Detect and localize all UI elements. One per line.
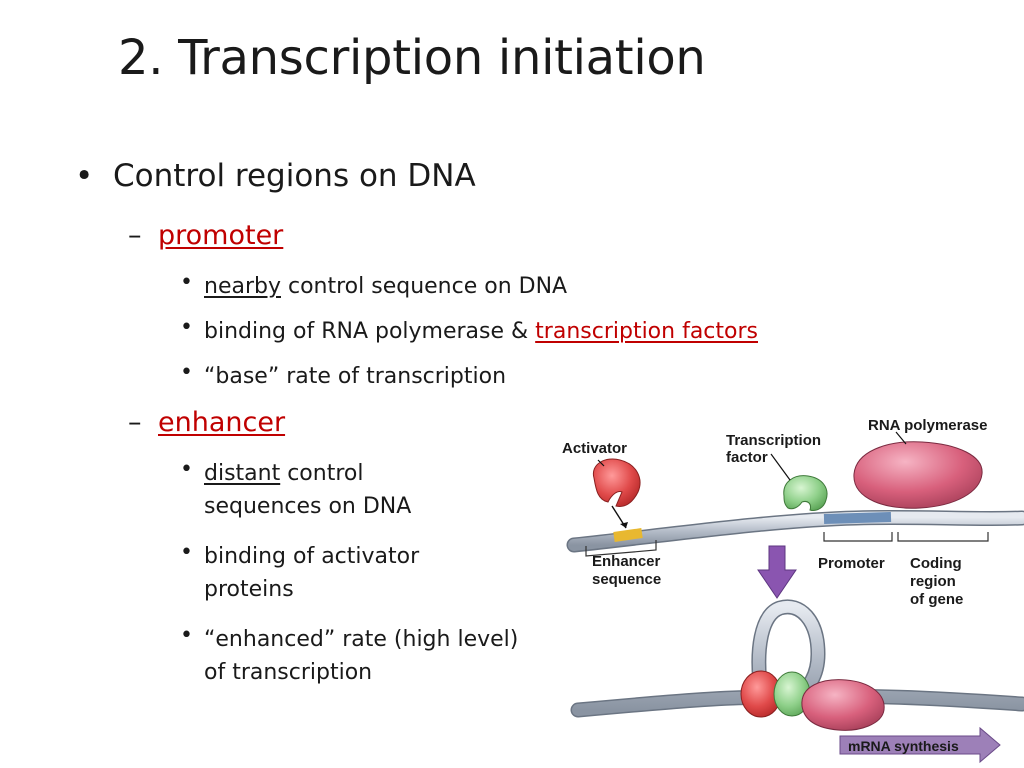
dash-icon: – — [128, 220, 142, 251]
activator-binding-line2: proteins — [204, 577, 294, 602]
activator-leader — [597, 459, 605, 467]
label-rna-polymerase: RNA polymerase — [868, 417, 988, 434]
bullet-dot-icon: • — [180, 360, 193, 385]
transcription-figure: Activator Transcription factor RNA polym… — [556, 408, 1024, 768]
transcription-factor-protein — [783, 475, 828, 511]
distant-rest: control — [280, 461, 364, 486]
label-coding-1: Coding — [910, 555, 962, 572]
label-transcription-factor-1: Transcription — [726, 432, 821, 449]
down-arrow-icon — [757, 545, 797, 599]
enhancer-segment — [613, 528, 643, 542]
bound-rna-polymerase — [801, 679, 885, 731]
promoter-segment — [823, 512, 892, 524]
coding-bracket — [897, 532, 989, 542]
mrna-synthesis-arrow: mRNA synthesis — [839, 726, 1001, 764]
label-mrna-synthesis: mRNA synthesis — [848, 738, 959, 754]
nearby-underlined: nearby — [204, 274, 281, 299]
bullet-dot-icon: • — [180, 457, 193, 482]
tf-leader — [770, 453, 791, 481]
label-activator: Activator — [562, 440, 627, 457]
activator-binding-line1: binding of activator — [204, 544, 420, 569]
bullet-dot-icon: • — [180, 270, 193, 295]
enhanced-rate-line2: of transcription — [204, 660, 373, 685]
label-enhancer-1: Enhancer — [592, 553, 661, 570]
activator-protein — [592, 458, 641, 507]
distant-underlined: distant — [204, 461, 281, 486]
bullet-dot-icon: • — [180, 315, 193, 340]
label-coding-3: of gene — [910, 591, 963, 608]
dash-icon: – — [128, 407, 142, 438]
enhanced-rate-line1: “enhanced” rate (high level) — [204, 627, 519, 652]
polymerase-leader — [895, 431, 907, 445]
bullet-dot-icon: • — [75, 158, 94, 194]
bullet-dot-icon: • — [180, 540, 193, 565]
distant-line2: sequences on DNA — [204, 494, 412, 519]
dna-strand-upper — [566, 509, 1024, 553]
promoter-link[interactable]: promoter — [158, 220, 284, 251]
label-enhancer-2: sequence — [592, 571, 661, 588]
label-coding-2: region — [910, 573, 956, 590]
binding-text: binding of RNA polymerase & — [204, 319, 536, 344]
enhancer-link[interactable]: enhancer — [158, 407, 286, 438]
enhancer-bracket — [585, 540, 657, 557]
slide-title: 2. Transcription initiation — [118, 30, 706, 86]
promoter-bracket — [823, 532, 893, 542]
nearby-rest: control sequence on DNA — [281, 274, 568, 299]
label-promoter: Promoter — [818, 555, 885, 572]
activator-pointer-arrow — [620, 522, 628, 528]
base-rate-text: “base” rate of transcription — [204, 364, 507, 389]
transcription-factors-link[interactable]: transcription factors — [535, 319, 758, 344]
rna-polymerase-protein — [853, 441, 983, 509]
bullet-control-regions-text: Control regions on DNA — [113, 158, 476, 194]
label-transcription-factor-2: factor — [726, 449, 768, 466]
bullet-dot-icon: • — [180, 623, 193, 648]
